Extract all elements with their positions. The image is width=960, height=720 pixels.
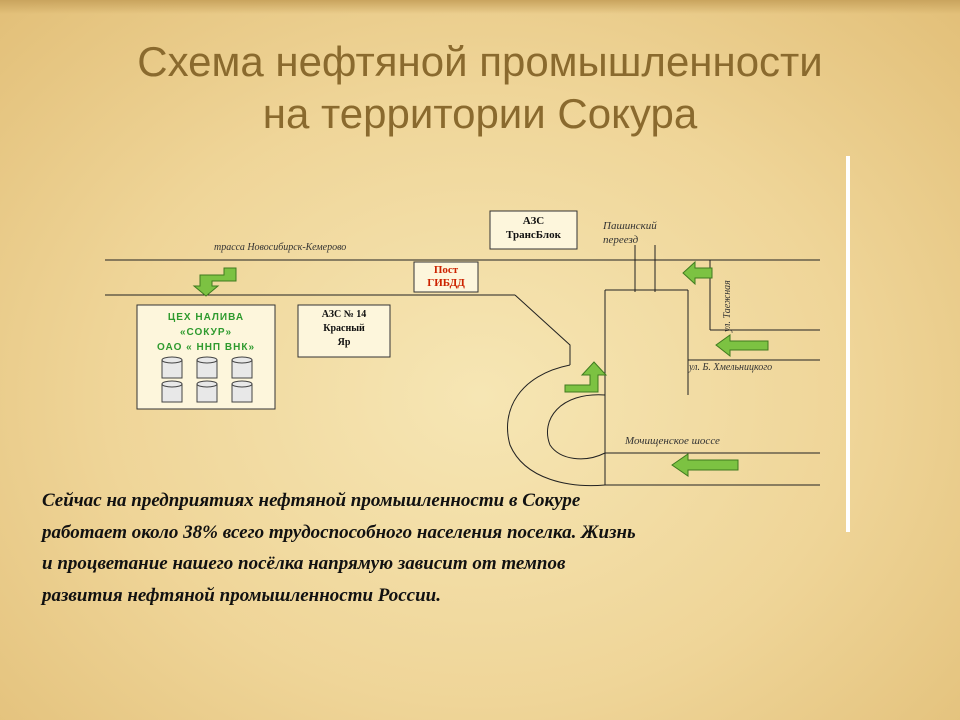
- tank-icon: [196, 380, 218, 403]
- azs-transblok-box: [489, 210, 578, 250]
- arrow-taezhnaya-icon: [682, 260, 713, 286]
- azs14-line-3: Яр: [337, 337, 351, 348]
- pashinsky-label: Пашинский переезд: [603, 219, 657, 247]
- ceh-line-3: ОАО « ННП ВНК»: [156, 342, 256, 353]
- azs14-label: АЗС № 14 Красный Яр: [298, 308, 390, 350]
- khmelnitskogo-label: ул. Б. Хмельницкого: [689, 362, 773, 373]
- taezhnaya-label: ул. Таежная: [722, 280, 733, 332]
- ceh-line-1: ЦЕХ НАЛИВА: [167, 312, 245, 323]
- arrow-to-ceh-icon: [192, 267, 237, 297]
- arrow-loop-up-icon: [564, 361, 608, 393]
- azs-transblok-line-2: ТрансБлок: [506, 229, 561, 241]
- arrow-khmelnitskogo-icon: [715, 334, 769, 358]
- ceh-line-2: «СОКУР»: [179, 327, 233, 338]
- top-band: [0, 0, 960, 14]
- tank-icon: [231, 380, 253, 403]
- title-line-2: на территории Сокура: [262, 90, 698, 137]
- slide-title: Схема нефтяной промышленности на террито…: [0, 36, 960, 140]
- pashinsky-line-1: Пашинский: [603, 220, 657, 232]
- tank-icon: [161, 356, 183, 379]
- post-gibdd-line-2: ГИБДД: [427, 277, 465, 289]
- azs-transblok-line-1: АЗС: [522, 215, 545, 227]
- junction-road: [514, 294, 571, 365]
- highway-label: трасса Новосибирск-Кемерово: [214, 242, 347, 253]
- loop-inner: [546, 394, 820, 460]
- azs-transblok-label: АЗС ТрансБлок: [490, 214, 577, 242]
- pashinsky-line-2: переезд: [603, 234, 639, 246]
- title-line-1: Схема нефтяной промышленности: [137, 38, 823, 85]
- post-gibdd-line-1: Пост: [433, 264, 459, 276]
- tanks-group: [161, 356, 253, 403]
- body-paragraph: Сейчас на предприятиях нефтяной промышле…: [42, 490, 636, 606]
- arrow-mochishchenskoe-icon: [671, 453, 739, 477]
- decorative-vertical-line: [846, 156, 850, 532]
- tank-icon: [161, 380, 183, 403]
- azs14-box: [297, 304, 391, 358]
- azs14-line-2: Красный: [323, 323, 365, 334]
- mochishchenskoe-label: Мочищенское шоссе: [625, 435, 720, 447]
- tank-icon: [231, 356, 253, 379]
- ceh-naliva-label: ЦЕХ НАЛИВА «СОКУР» ОАО « ННП ВНК»: [137, 310, 275, 355]
- post-gibdd-label: Пост ГИБДД: [414, 264, 478, 290]
- azs14-line-1: АЗС № 14: [321, 309, 367, 320]
- post-gibdd-box: [413, 261, 479, 293]
- tank-icon: [196, 356, 218, 379]
- loop-outer: [507, 364, 820, 487]
